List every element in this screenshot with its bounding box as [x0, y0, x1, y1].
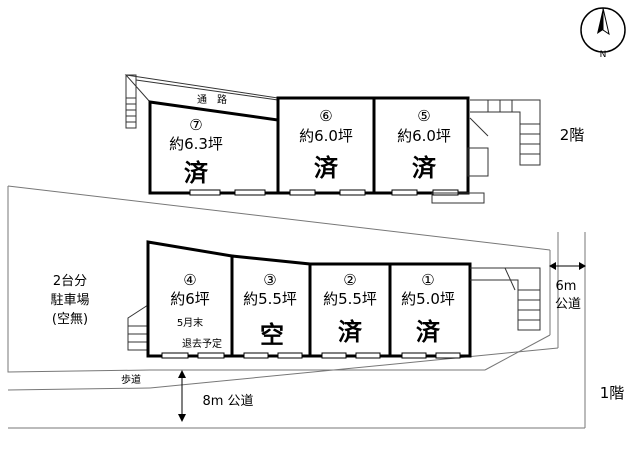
unit-7: ⑦ 約6.3坪 済	[148, 100, 280, 196]
unit-4-area: 約6坪	[170, 290, 210, 308]
floor1-left-stair	[127, 304, 149, 351]
corridor-label: 通 路	[197, 93, 227, 106]
compass-north-label: N	[600, 50, 607, 60]
unit-2-area: 約5.5坪	[323, 290, 377, 308]
unit-4-number: ④	[183, 271, 196, 289]
unit-6-area: 約6.0坪	[299, 127, 353, 145]
unit-1-number: ①	[421, 271, 434, 289]
parking-area: 2台分 駐車場 (空無)	[50, 274, 89, 327]
unit-5: ⑤ 約6.0坪 済	[372, 96, 470, 196]
floor2-balcony	[467, 147, 489, 177]
roads: 歩道 8m 公道 6m 公道	[121, 262, 586, 422]
unit-4: ④ 約6坪 5月末 退去予定	[146, 240, 234, 359]
unit-3-number: ③	[263, 271, 276, 289]
unit-1-area: 約5.0坪	[401, 290, 455, 308]
unit-7-number: ⑦	[189, 116, 202, 134]
unit-5-status: 済	[412, 154, 437, 182]
unit-1: ① 約5.0坪 済	[388, 262, 472, 359]
side-road-label: 公道	[555, 297, 581, 312]
floor1-label: 1階	[600, 384, 625, 402]
floor2-left-stair	[125, 74, 137, 129]
floor2-plan: 通 路 ⑦ 約6.3坪 済 ⑥ 約6.0坪 済 ⑤ 約6.0坪 済	[124, 74, 585, 204]
unit-5-number: ⑤	[417, 107, 430, 125]
parking-line1: 2台分	[53, 274, 87, 289]
side-road-width: 6m	[556, 279, 577, 294]
unit-4-note-line1: 5月末	[177, 316, 203, 329]
unit-3-area: 約5.5坪	[243, 290, 297, 308]
unit-3: ③ 約5.5坪 空	[230, 254, 312, 359]
main-road-label: 8m 公道	[202, 394, 253, 409]
floor2-right-stair	[469, 99, 541, 166]
unit-5-area: 約6.0坪	[397, 127, 451, 145]
floor1-plan: ④ 約6坪 5月末 退去予定 ③ 約5.5坪 空 ② 約5.5坪 済	[127, 240, 625, 402]
unit-2-number: ②	[343, 271, 356, 289]
site-boundary	[7, 185, 586, 429]
compass: N	[580, 7, 626, 60]
parking-line2: 駐車場	[50, 293, 89, 308]
unit-4-note-line2: 退去予定	[182, 337, 222, 350]
parking-line3: (空無)	[52, 312, 88, 327]
unit-3-status: 空	[260, 321, 284, 349]
unit-6-number: ⑥	[319, 107, 332, 125]
compass-needle-icon	[597, 8, 603, 34]
unit-6-status: 済	[314, 154, 339, 182]
unit-7-area: 約6.3坪	[169, 135, 223, 153]
unit-1-status: 済	[416, 318, 441, 346]
unit-2: ② 約5.5坪 済	[308, 262, 392, 359]
sidewalk-label: 歩道	[121, 373, 141, 386]
unit-6: ⑥ 約6.0坪 済	[276, 96, 376, 196]
unit-2-status: 済	[338, 318, 363, 346]
unit-7-status: 済	[184, 159, 209, 187]
floor2-label: 2階	[560, 126, 585, 144]
floor1-right-stair	[470, 267, 541, 331]
